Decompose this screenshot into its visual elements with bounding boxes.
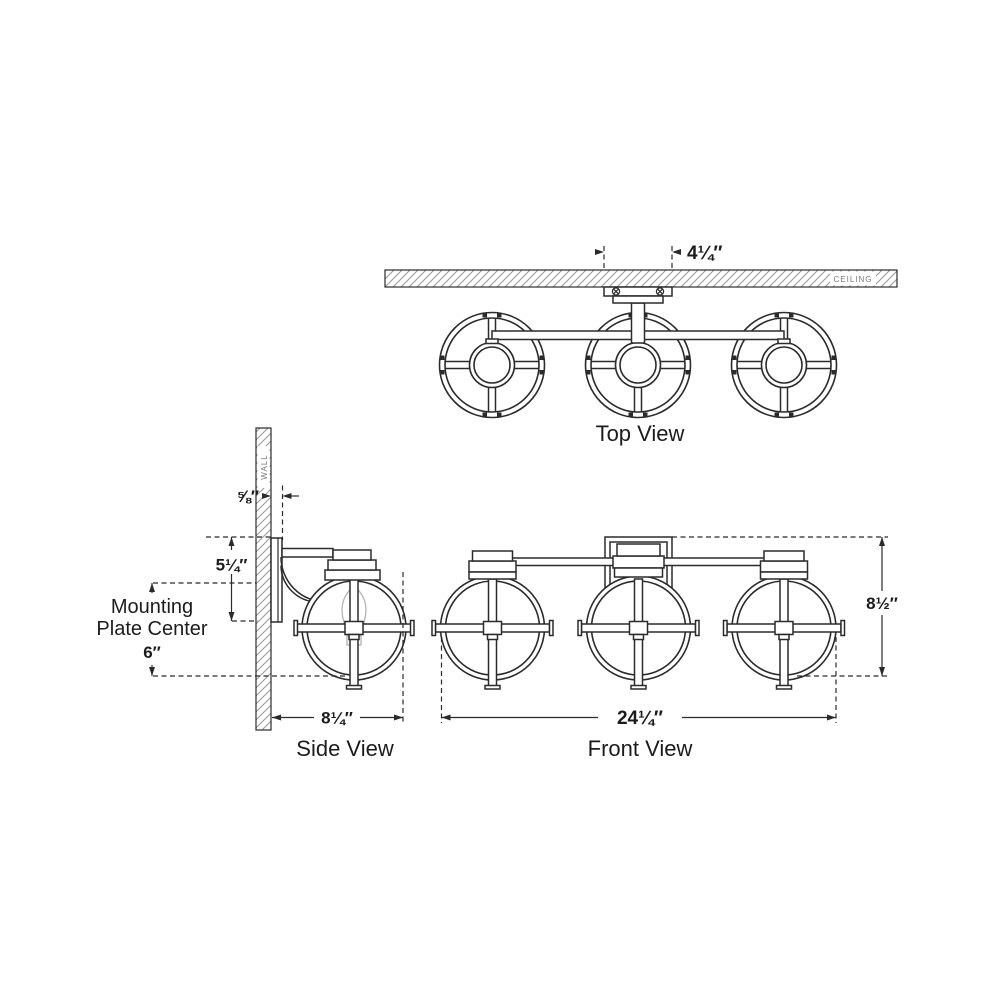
- cage-globe-front-3: [722, 575, 846, 690]
- dim-text-box: [598, 705, 682, 730]
- cap-top: [616, 543, 661, 557]
- dimension-value: 5¼″: [216, 556, 248, 575]
- cage-center-tab: [348, 633, 360, 641]
- dim-text-box: [209, 550, 254, 574]
- cage-light-top-3: [730, 311, 838, 419]
- dimension-value: 4¼″: [687, 243, 723, 264]
- cap-band: [612, 555, 665, 569]
- arrow-right-icon: [595, 249, 604, 255]
- dimension-overall-width: 24¼″: [440, 637, 837, 730]
- cap-neck: [324, 569, 381, 581]
- cage-globe-front-2: [577, 575, 700, 690]
- wall-label: WALL: [260, 454, 269, 480]
- cage-globes-front: [431, 575, 846, 690]
- side-view-label: Side View: [296, 736, 394, 761]
- wall-label-box: [257, 446, 270, 488]
- cage-hbar-cap-left: [293, 619, 299, 637]
- dimension-backplate-height: 5¼″: [206, 536, 272, 622]
- dimension-fixture-depth: 8¼″: [272, 572, 404, 729]
- arrow-left-icon: [272, 714, 281, 721]
- dimension-backplate-depth: ⅝″: [237, 485, 299, 540]
- front-view-label: Front View: [588, 736, 693, 761]
- wall-section: WALL: [255, 427, 272, 731]
- cap-front-2: [612, 543, 665, 578]
- crossbar-end-tab-right: [777, 338, 791, 345]
- mounting-center-line2: Plate Center: [96, 618, 208, 640]
- dimension-plate-width: 4¼″: [595, 243, 723, 269]
- arrow-left-icon: [672, 249, 681, 255]
- dimension-mounting-center: Mounting Plate Center 6″: [84, 582, 346, 677]
- dimension-value: 8½″: [866, 594, 898, 613]
- front-view: 8½″ 24¼″ Front View: [431, 536, 905, 761]
- cage-globe-front-1: [431, 575, 554, 690]
- arrow-up-icon: [228, 537, 235, 546]
- globe-side: [293, 575, 415, 690]
- cap-front-3: [759, 550, 809, 580]
- cage-center-block: [344, 620, 364, 636]
- cage-vbar-cap: [345, 684, 363, 690]
- mounting-center-value: 6″: [143, 643, 161, 662]
- arrow-up-icon: [879, 537, 885, 546]
- arrow-right-icon: [394, 714, 403, 721]
- cap-top: [332, 549, 372, 561]
- top-view-label: Top View: [596, 421, 685, 446]
- cap-top: [471, 550, 514, 562]
- cap-neck: [468, 571, 517, 580]
- mounting-plate-step: [612, 295, 664, 304]
- dim-text-box: [859, 591, 905, 615]
- arrow-down-icon: [879, 667, 885, 676]
- dimension-value: ⅝″: [237, 487, 259, 506]
- dimension-value: 8¼″: [321, 709, 353, 728]
- ceiling-hatch: [384, 269, 898, 288]
- cap-front-1: [468, 550, 517, 580]
- dim-text-box: [84, 593, 221, 665]
- cap-band: [468, 560, 517, 573]
- dimension-value: 24¼″: [617, 708, 663, 729]
- side-view: WALL: [84, 427, 415, 761]
- arrow-up-icon: [149, 583, 155, 592]
- ceiling-label: CEILING: [833, 275, 872, 284]
- cap-neck: [759, 571, 809, 580]
- arrow-right-icon: [827, 714, 836, 721]
- ceiling-section: CEILING: [384, 269, 898, 288]
- arrow-left-icon: [282, 493, 292, 499]
- mounting-plate-top: [603, 286, 673, 304]
- cage-light-top-1: [438, 311, 546, 419]
- dimension-overall-height: 8½″: [672, 536, 905, 677]
- cap-neck: [613, 567, 664, 578]
- top-view: CEILING: [384, 243, 898, 446]
- mounting-center-line1: Mounting: [111, 596, 193, 618]
- arrow-down-icon: [149, 667, 155, 676]
- dim-text-box: [314, 705, 360, 729]
- stem: [630, 302, 646, 344]
- cage-hbar-cap-right: [409, 619, 415, 637]
- arm-top: [281, 547, 334, 558]
- fixture-side: [270, 537, 415, 690]
- screw-icon-right: [655, 287, 665, 296]
- backplate-side: [270, 537, 283, 623]
- cap-band: [327, 559, 377, 571]
- screw-icon-left: [611, 287, 621, 296]
- cap-band: [759, 560, 809, 573]
- cap-side: [324, 549, 381, 581]
- arrow-down-icon: [228, 612, 235, 621]
- ceiling-label-box: [830, 271, 876, 286]
- arrow-left-icon: [441, 714, 451, 721]
- cap-top: [763, 550, 805, 562]
- crossbar-end-tab-left: [485, 338, 499, 345]
- arrow-right-icon: [262, 493, 271, 499]
